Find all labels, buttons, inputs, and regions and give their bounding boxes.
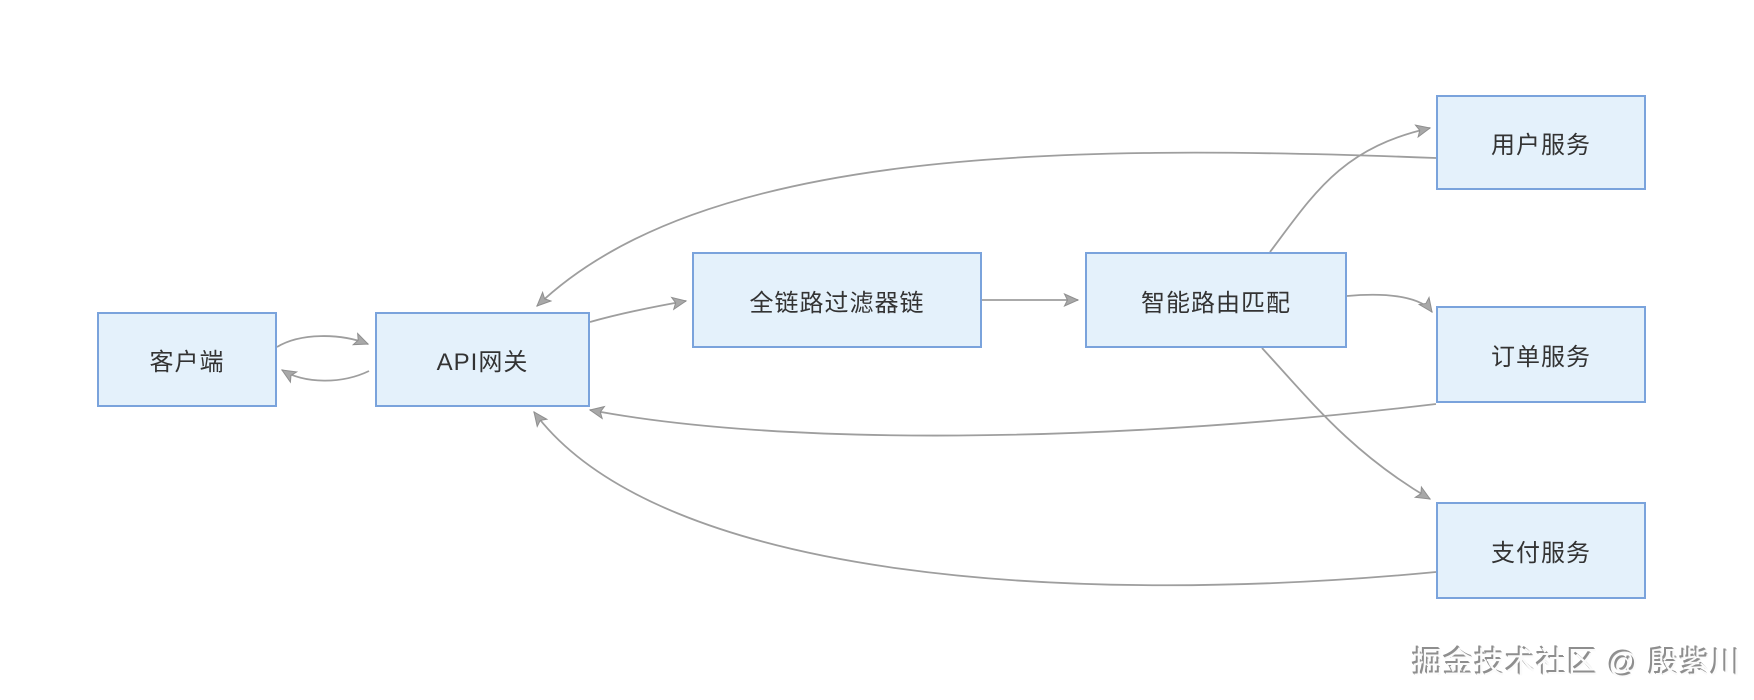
node-filter: 全链路过滤器链 [692, 252, 982, 348]
node-user: 用户服务 [1436, 95, 1646, 190]
node-label-filter: 全链路过滤器链 [749, 289, 925, 317]
node-label-user: 用户服务 [1491, 132, 1591, 159]
node-pay: 支付服务 [1436, 502, 1646, 599]
node-label-pay: 支付服务 [1491, 540, 1591, 567]
watermark-text: 掘金技术社区 @ 殷紫川 [1412, 647, 1742, 680]
node-gateway: API网关 [375, 312, 590, 407]
node-label-order: 订单服务 [1491, 344, 1591, 371]
node-client: 客户端 [97, 312, 277, 407]
node-order: 订单服务 [1436, 306, 1646, 403]
node-label-router: 智能路由匹配 [1141, 289, 1291, 317]
node-label-gateway: API网关 [436, 349, 529, 376]
node-label-client: 客户端 [149, 349, 225, 376]
node-router: 智能路由匹配 [1085, 252, 1347, 348]
